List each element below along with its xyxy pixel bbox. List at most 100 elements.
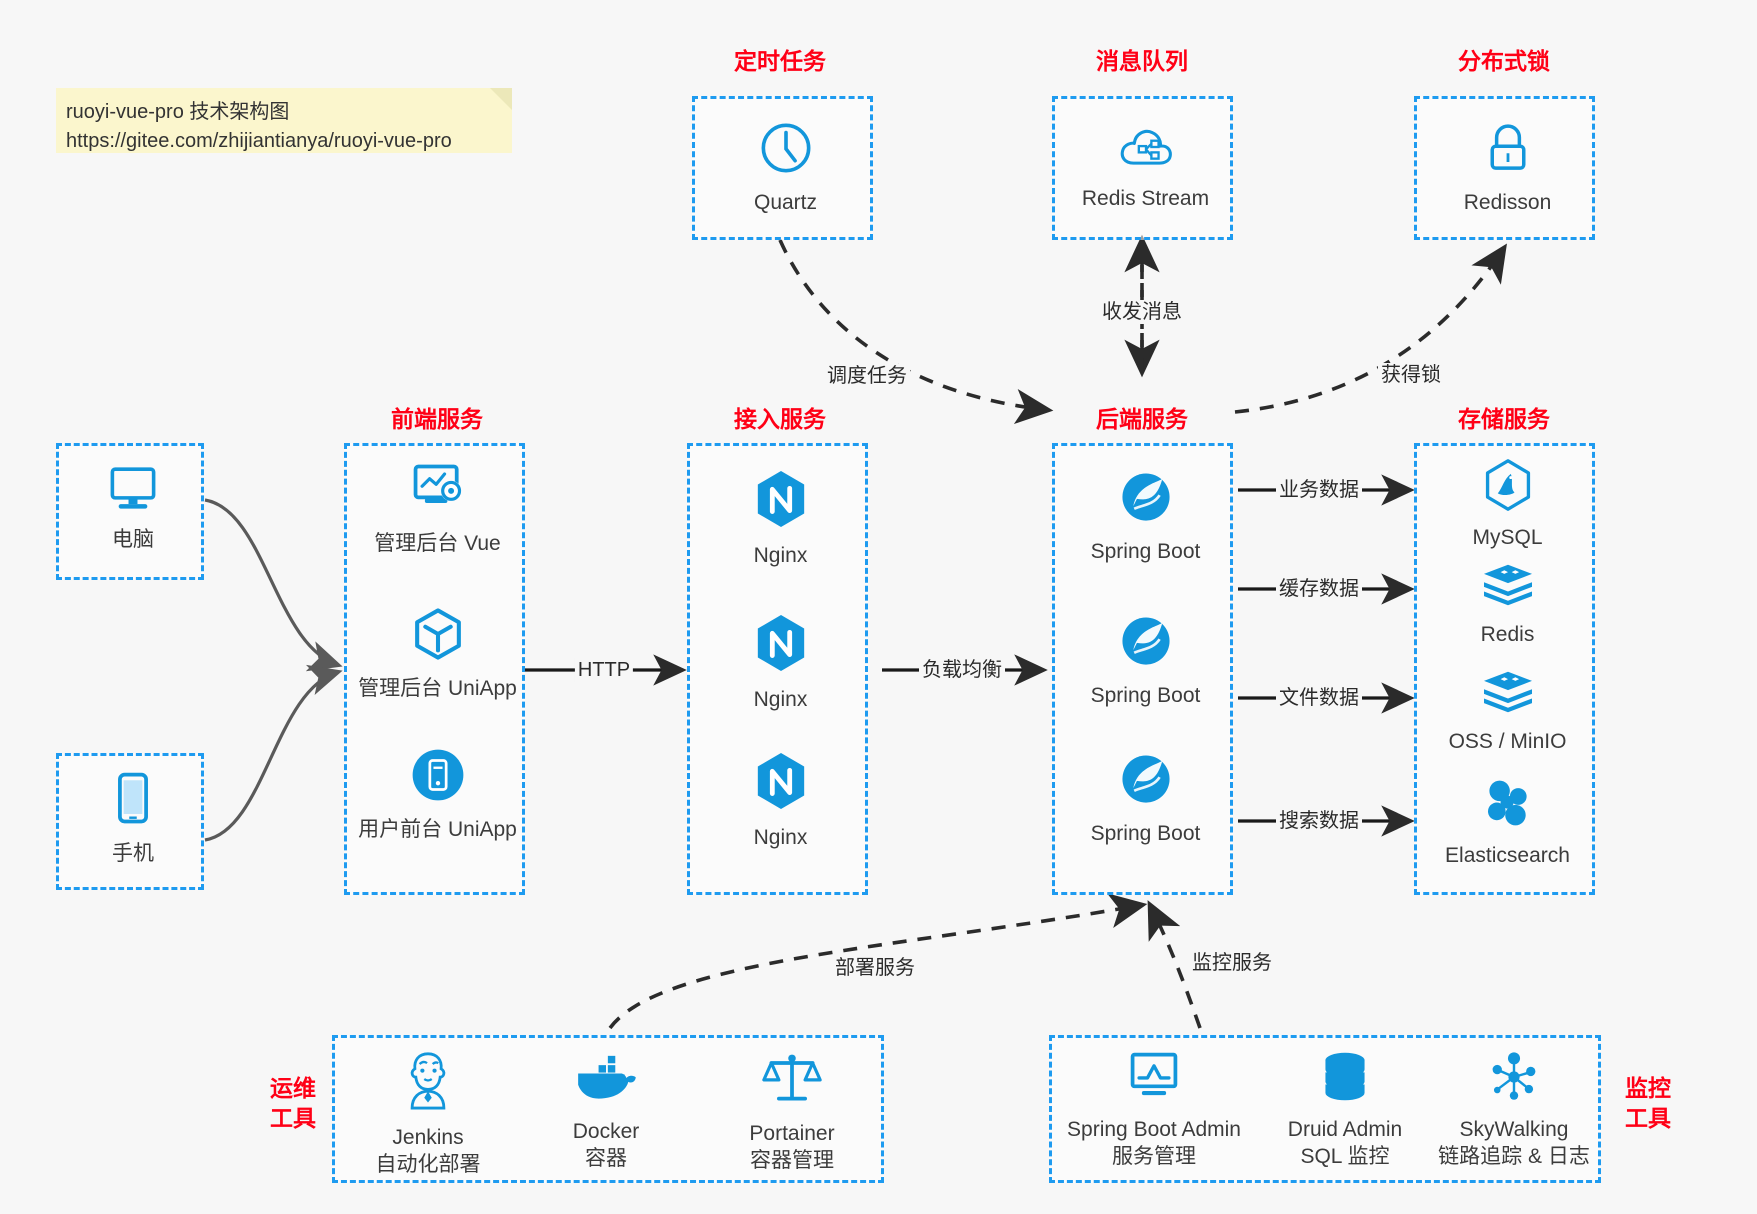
- cloud-stream-icon: [1117, 121, 1175, 178]
- node-label: Portainer: [749, 1122, 835, 1145]
- monitor-chart-icon: [1125, 1050, 1183, 1109]
- node-redis[interactable]: Redis: [1417, 561, 1598, 648]
- node-label: OSS / MinIO: [1448, 730, 1567, 753]
- group-title-backend: 后端服务: [1096, 406, 1188, 432]
- node-spring-boot-3[interactable]: Spring Boot: [1055, 750, 1236, 847]
- group-lock: Redisson: [1414, 96, 1595, 240]
- node-quartz[interactable]: Quartz: [695, 119, 876, 216]
- node-label: 管理后台 UniApp: [358, 677, 517, 700]
- node-label: 用户前台 UniApp: [358, 818, 517, 841]
- edge-label-http: HTTP: [574, 658, 634, 682]
- node-label: 管理后台 Vue: [374, 532, 501, 555]
- edge-label-search-data: 搜索数据: [1276, 809, 1362, 833]
- node-druid-admin[interactable]: Druid Admin SQL 监控: [1260, 1050, 1430, 1170]
- group-title-mq: 消息队列: [1096, 48, 1188, 74]
- lock-icon: [1480, 119, 1536, 182]
- edge-label-schedule: 调度任务: [824, 364, 910, 388]
- node-label: Docker: [572, 1120, 640, 1143]
- ops-title-line-2: 工具: [270, 1105, 316, 1131]
- node-label: Spring Boot: [1090, 540, 1201, 563]
- group-backend: Spring Boot Spring Boot Spring Boot: [1052, 443, 1233, 895]
- database-icon: [1318, 1050, 1372, 1109]
- node-spring-boot-2[interactable]: Spring Boot: [1055, 612, 1236, 709]
- group-title-frontend: 前端服务: [391, 406, 483, 432]
- cube-icon: [409, 605, 467, 668]
- group-scheduler: Quartz: [692, 96, 873, 240]
- node-label: Spring Boot: [1090, 684, 1201, 707]
- group-title-storage: 存储服务: [1458, 406, 1550, 432]
- node-docker[interactable]: Docker 容器: [521, 1054, 691, 1172]
- edge-label-cache-data: 缓存数据: [1276, 577, 1362, 601]
- node-sublabel: 链路追踪 & 日志: [1438, 1145, 1590, 1168]
- ops-title-line-1: 运维: [270, 1075, 316, 1101]
- spring-icon: [1117, 468, 1175, 531]
- nginx-icon: [753, 750, 809, 817]
- node-label: Nginx: [753, 544, 808, 567]
- node-label: SkyWalking: [1459, 1118, 1569, 1141]
- node-label: Redis Stream: [1081, 187, 1210, 210]
- node-label: Jenkins: [392, 1126, 464, 1149]
- node-sublabel: 自动化部署: [375, 1153, 481, 1176]
- edge-label-monitor-service: 监控服务: [1189, 951, 1275, 975]
- node-redis-stream[interactable]: Redis Stream: [1055, 121, 1236, 212]
- edge-label-business-data: 业务数据: [1276, 478, 1362, 502]
- nginx-icon: [753, 468, 809, 535]
- node-sublabel: 容器管理: [750, 1149, 834, 1172]
- node-elasticsearch[interactable]: Elasticsearch: [1417, 776, 1598, 869]
- node-label: Spring Boot Admin: [1067, 1118, 1241, 1141]
- spring-icon: [1117, 612, 1175, 675]
- group-ops: Jenkins 自动化部署 Docker 容器: [332, 1035, 884, 1183]
- edge-label-deploy-service: 部署服务: [832, 956, 918, 980]
- node-nginx-3[interactable]: Nginx: [690, 750, 871, 851]
- group-client-phone: 手机: [56, 753, 204, 890]
- edge-label-acquire-lock: 获得锁: [1378, 363, 1444, 387]
- node-portainer[interactable]: Portainer 容器管理: [703, 1048, 881, 1174]
- group-title-scheduler: 定时任务: [734, 48, 826, 74]
- node-label: Spring Boot: [1090, 822, 1201, 845]
- node-oss-minio[interactable]: OSS / MinIO: [1417, 668, 1598, 755]
- node-spring-boot-admin[interactable]: Spring Boot Admin 服务管理: [1054, 1050, 1254, 1170]
- note-line-1: ruoyi-vue-pro 技术架构图: [66, 101, 290, 123]
- node-nginx-1[interactable]: Nginx: [690, 468, 871, 569]
- group-monitor: Spring Boot Admin 服务管理 Druid Admin SQL 监…: [1049, 1035, 1601, 1183]
- node-spring-boot-1[interactable]: Spring Boot: [1055, 468, 1236, 565]
- node-nginx-2[interactable]: Nginx: [690, 612, 871, 713]
- edge-label-load-balance: 负载均衡: [919, 658, 1005, 682]
- edge-label-file-data: 文件数据: [1276, 686, 1362, 710]
- node-admin-vue[interactable]: 管理后台 Vue: [347, 460, 528, 557]
- elasticsearch-icon: [1480, 776, 1536, 835]
- node-label: 电脑: [112, 528, 154, 551]
- group-title-ops: 运维 工具: [258, 1073, 328, 1133]
- desktop-icon: [104, 462, 162, 519]
- group-client-desktop: 电脑: [56, 443, 204, 580]
- node-label: 手机: [112, 842, 154, 865]
- node-mysql[interactable]: MySQL: [1417, 458, 1598, 551]
- node-phone[interactable]: 手机: [59, 770, 207, 867]
- monitor-title-line-2: 工具: [1625, 1105, 1671, 1131]
- group-title-monitor: 监控 工具: [1613, 1073, 1683, 1133]
- note-fold-corner: [490, 88, 512, 110]
- skywalking-icon: [1486, 1050, 1542, 1109]
- dashboard-gear-icon: [407, 460, 469, 523]
- jenkins-icon: [399, 1048, 457, 1117]
- node-label: MySQL: [1472, 526, 1543, 549]
- node-label: Elasticsearch: [1445, 844, 1570, 867]
- node-desktop[interactable]: 电脑: [59, 462, 207, 553]
- group-storage: MySQL Redis OS: [1414, 443, 1595, 895]
- clock-icon: [757, 119, 815, 182]
- node-admin-uniapp[interactable]: 管理后台 UniApp: [347, 605, 528, 702]
- node-skywalking[interactable]: SkyWalking 链路追踪 & 日志: [1424, 1050, 1604, 1170]
- node-sublabel: 服务管理: [1112, 1145, 1196, 1168]
- mobile-app-icon: [409, 746, 467, 809]
- node-user-uniapp[interactable]: 用户前台 UniApp: [347, 746, 528, 843]
- node-jenkins[interactable]: Jenkins 自动化部署: [343, 1048, 513, 1178]
- node-label: Nginx: [753, 826, 808, 849]
- spring-icon: [1117, 750, 1175, 813]
- group-gateway: Nginx Nginx Nginx: [687, 443, 868, 895]
- monitor-title-line-1: 监控: [1625, 1075, 1671, 1101]
- group-mq: Redis Stream: [1052, 96, 1233, 240]
- node-redisson[interactable]: Redisson: [1417, 119, 1598, 216]
- node-sublabel: SQL 监控: [1300, 1145, 1390, 1168]
- oss-icon: [1480, 668, 1536, 721]
